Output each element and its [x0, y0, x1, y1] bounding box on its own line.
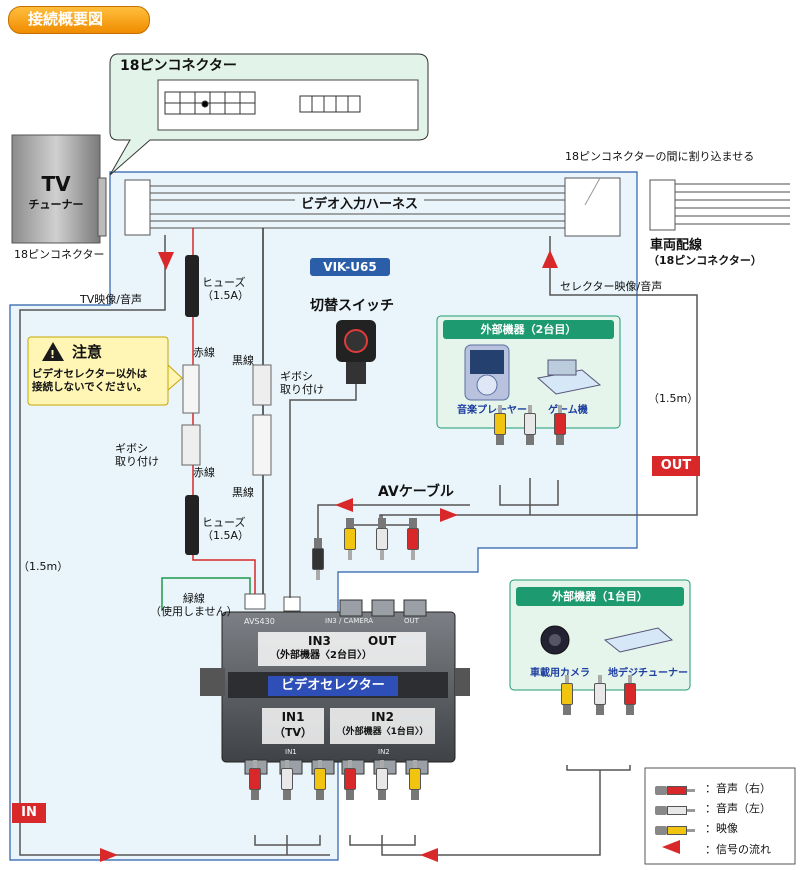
selector-top-out: OUT [404, 617, 419, 625]
selector-model: AVS430 [244, 617, 275, 626]
flow-arrow-down-tv [158, 252, 174, 270]
red-wire-bottom-label: 赤線 [193, 466, 215, 479]
selector-in1: IN1 [281, 710, 305, 724]
harness-wires [150, 183, 790, 229]
rca-plug [406, 510, 420, 560]
caution-title: 注意 [72, 343, 103, 361]
header-badge [8, 6, 150, 34]
selector-bottom-in2: IN2 [378, 748, 390, 756]
fuse-bottom-label: ヒューズ （1.5A） [202, 516, 250, 543]
red-wire-top-label: 赤線 [193, 346, 215, 359]
caution-text: ビデオセレクター以外は 接続しないでください。 [32, 368, 148, 393]
tv-title: TV [41, 172, 71, 196]
rca-plug [343, 510, 357, 560]
black-wire-bottom-label: 黒線 [232, 486, 254, 499]
legend-rca-plug [655, 806, 695, 815]
flow-arrow-up-selector [542, 250, 558, 268]
harness-label: ビデオ入力ハーネス [295, 197, 425, 213]
selector-top-label: IN3 / CAMERA [325, 617, 374, 625]
rca-plug [493, 405, 507, 455]
selector-in2-sub: （外部機器〈1台目〉） [336, 727, 429, 737]
rca-plug [375, 510, 389, 560]
harness-plug-right [564, 177, 621, 237]
rca-plug [593, 675, 607, 725]
connector-pin-drawing [164, 91, 361, 115]
legend-video: ：映像 [705, 822, 738, 835]
flow-arrow-right-in1 [100, 848, 118, 862]
av-cable-label: AVケーブル [378, 484, 454, 500]
digital-tuner-illustration [603, 627, 674, 653]
selector-name: ビデオセレクター [268, 676, 398, 696]
rca-plug [343, 760, 357, 810]
external2-title: 外部機器（2台目） [443, 320, 614, 340]
selector-av-label: セレクター映像/音声 [560, 280, 663, 293]
flow-arrow-left-in2 [420, 848, 438, 862]
device-music-label: 音楽プレーヤー [457, 405, 527, 416]
warning-icon [42, 342, 64, 361]
device-game-label: ゲーム機 [548, 405, 588, 416]
device-tuner-label: 地デジチューナー [608, 668, 688, 679]
length-right: （1.5m） [648, 392, 699, 405]
legend-audio-right: ：音声（右） [705, 782, 771, 795]
selector-in3: IN3 [308, 634, 331, 648]
selector-in1-sub: （TV） [273, 726, 313, 739]
model-badge: VIK-U65 [310, 258, 390, 277]
gibosi-left-label: ギボシ 取り付け [115, 442, 159, 469]
device-camera-label: 車載用カメラ [530, 668, 590, 679]
vehicle-wiring-sublabel: （18ピンコネクター） [648, 254, 762, 267]
gibosi-right-label: ギボシ 取り付け [280, 370, 324, 397]
rca-plug [560, 675, 574, 725]
tv-av-label: TV映像/音声 [80, 293, 142, 306]
rca-plug [523, 405, 537, 455]
vehicle-plug [649, 179, 676, 231]
in-badge: IN [12, 803, 46, 823]
out-badge: OUT [652, 456, 700, 476]
tv-connector-label: 18ピンコネクター [14, 248, 105, 261]
tv-subtitle: チューナー [28, 198, 84, 211]
selector-in2: IN2 [371, 710, 394, 724]
legend-rca-plug [655, 826, 695, 835]
fuse-top-label: ヒューズ （1.5A） [202, 276, 250, 303]
length-left: （1.5m） [18, 560, 69, 573]
header-title: 接続概要図 [28, 10, 104, 28]
flow-arrow-right-out [440, 508, 458, 522]
legend-flow-arrow [662, 840, 680, 854]
selector-out: OUT [368, 634, 397, 648]
external1-title: 外部機器（1台目） [516, 587, 684, 607]
legend-audio-left: ：音声（左） [705, 802, 771, 815]
tv-tuner-box [11, 134, 101, 244]
legend-signal-flow: ：信号の流れ [705, 843, 771, 856]
rca-plug [313, 760, 327, 810]
rca-plug [623, 675, 637, 725]
harness-insert-note: 18ピンコネクターの間に割り込ませる [565, 150, 755, 163]
rca-plug [553, 405, 567, 455]
flow-arrow-left-av [335, 498, 353, 512]
selector-bottom-in1: IN1 [285, 748, 297, 756]
legend-rca-plug [655, 786, 695, 795]
rca-plug [280, 760, 294, 810]
green-wire-label: 緑線 （使用しません） [150, 592, 238, 619]
rca-plug [248, 760, 262, 810]
harness-plug-left [124, 179, 151, 236]
selector-in3-sub: （外部機器〈2台目〉） [270, 650, 372, 661]
vehicle-wiring-label: 車両配線 [650, 238, 703, 253]
black-wire-top-label: 黒線 [232, 354, 254, 367]
switch-label: 切替スイッチ [310, 298, 394, 314]
mini-plug [311, 530, 325, 580]
rca-plug [375, 760, 389, 810]
connector-box-title: 18ピンコネクター [120, 58, 237, 74]
rca-plug [408, 760, 422, 810]
